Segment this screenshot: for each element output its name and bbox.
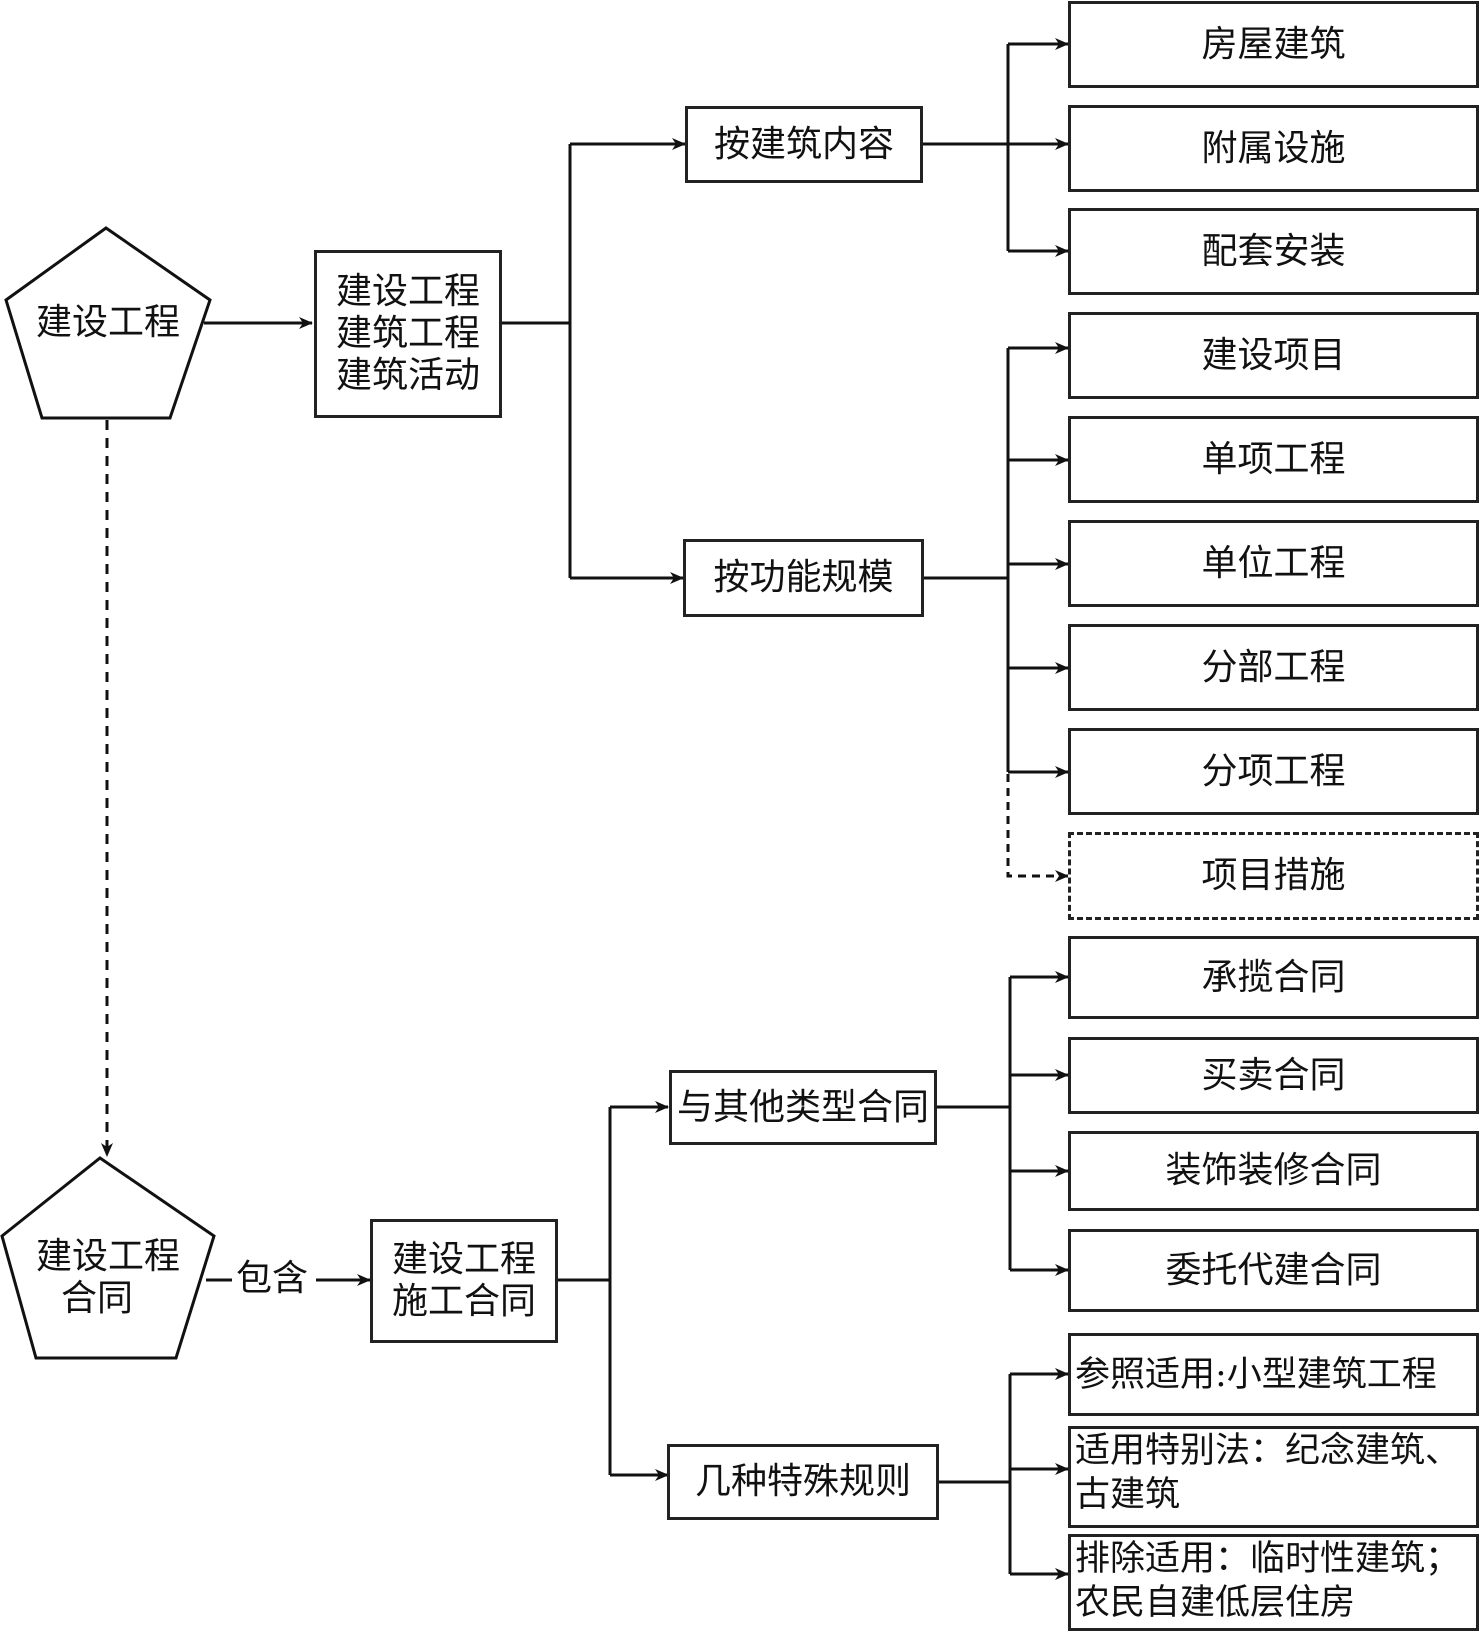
leaf-unit-project: 单位工程	[1068, 520, 1479, 607]
leaf-housing-construction: 房屋建筑	[1068, 1, 1479, 88]
root-bottom-line1: 建设工程	[35, 1236, 180, 1277]
node-vs-other-contracts: 与其他类型合同	[669, 1070, 937, 1145]
root-bottom-line2: 合同	[60, 1278, 133, 1319]
node-construction-contract: 建设工程 施工合同	[370, 1219, 558, 1343]
node-special-rules: 几种特殊规则	[667, 1444, 939, 1520]
root-node-construction-project: 建设工程	[35, 302, 180, 343]
leaf-subitem-project: 分项工程	[1068, 728, 1479, 815]
leaf-division-project: 分部工程	[1068, 624, 1479, 711]
leaf-excluded-temporary-buildings: 排除适用：临时性建筑； 农民自建低层住房	[1068, 1534, 1479, 1631]
rule-line: 参照适用:小型建筑工程	[1075, 1354, 1437, 1395]
edge-label-contains: 包含	[232, 1258, 313, 1300]
rule-line: 适用特别法：纪念建筑、	[1075, 1431, 1461, 1471]
root-pentagon-top	[4, 226, 212, 420]
node-construction-terms: 建设工程 建筑工程 建筑活动	[314, 250, 502, 418]
leaf-special-law-monuments: 适用特别法：纪念建筑、 古建筑	[1068, 1426, 1479, 1528]
leaf-sales-contract: 买卖合同	[1068, 1037, 1479, 1114]
leaf-project-measures: 项目措施	[1068, 832, 1479, 920]
leaf-reference-small-projects: 参照适用:小型建筑工程	[1068, 1333, 1479, 1416]
term-line: 建筑工程	[335, 313, 480, 354]
term-line: 建筑活动	[335, 355, 480, 396]
leaf-single-item-project: 单项工程	[1068, 416, 1479, 503]
term-line: 建设工程	[335, 271, 480, 312]
root-node-construction-contract: 建设工程 合同	[20, 1236, 196, 1320]
node-by-building-content: 按建筑内容	[685, 106, 923, 183]
rule-line: 排除适用：临时性建筑；	[1075, 1539, 1461, 1579]
rule-line: 农民自建低层住房	[1075, 1583, 1356, 1623]
contract-line: 施工合同	[391, 1281, 536, 1322]
leaf-supporting-installation: 配套安装	[1068, 208, 1479, 295]
leaf-decoration-contract: 装饰装修合同	[1068, 1131, 1479, 1211]
leaf-ancillary-facilities: 附属设施	[1068, 105, 1479, 192]
node-by-function-scale: 按功能规模	[683, 539, 924, 617]
leaf-entrusted-construction-contract: 委托代建合同	[1068, 1229, 1479, 1312]
contract-line: 建设工程	[391, 1239, 536, 1280]
leaf-construction-project: 建设项目	[1068, 312, 1479, 399]
rule-line: 古建筑	[1075, 1475, 1181, 1515]
root-pentagon-bottom	[0, 1156, 216, 1360]
leaf-work-contract: 承揽合同	[1068, 936, 1479, 1019]
